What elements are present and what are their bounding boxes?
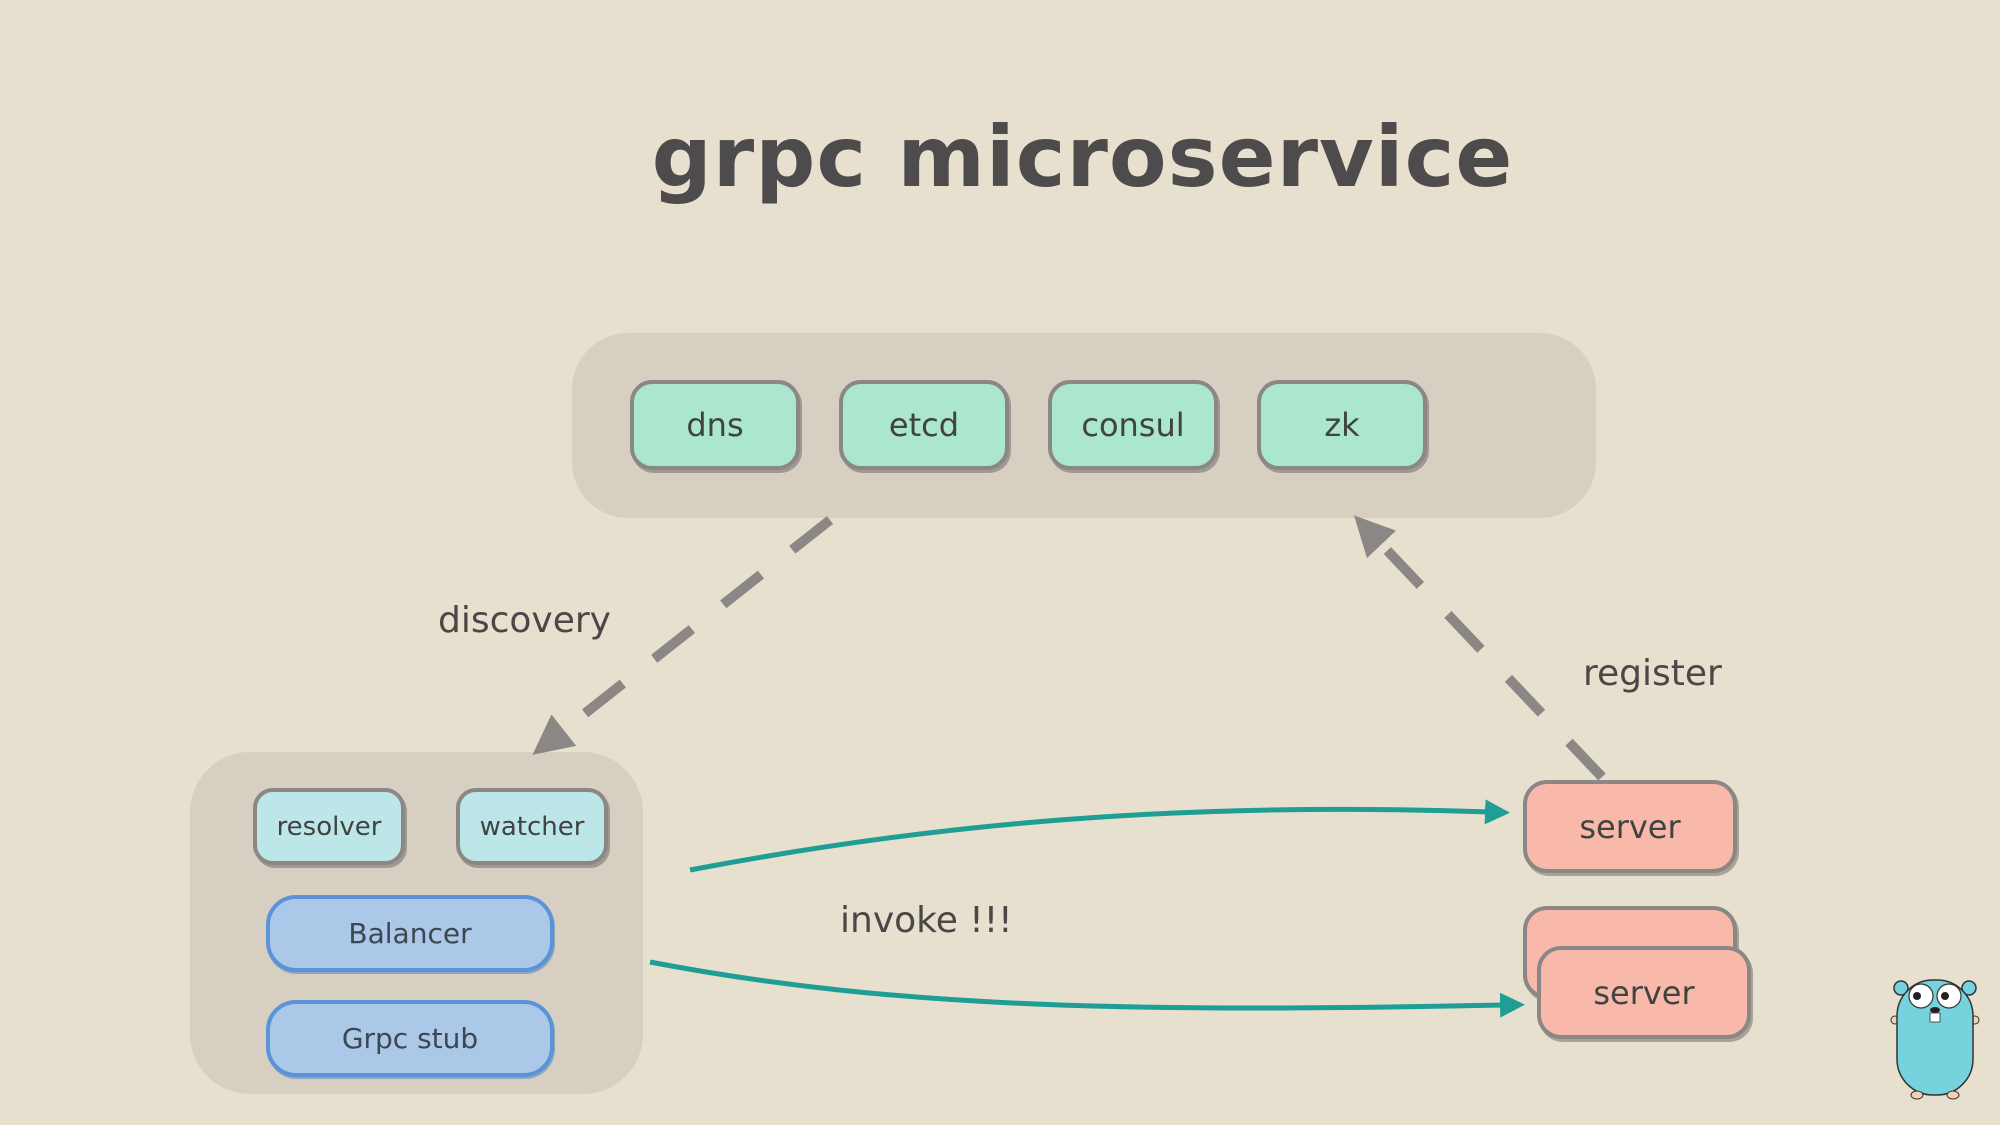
server-node[interactable]: server (1523, 780, 1737, 873)
invoke-arrow-top (689, 799, 1510, 873)
node-label: Grpc stub (341, 1022, 479, 1055)
discovery-label: discovery (438, 600, 611, 641)
node-label: resolver (276, 811, 382, 842)
node-label: server (1593, 973, 1695, 1012)
page-title: grpc microservice (651, 108, 1514, 206)
node-label: zk (1324, 406, 1360, 444)
resolver-node[interactable]: resolver (253, 788, 405, 865)
registry-node-dns[interactable]: dns (630, 380, 800, 470)
node-label: watcher (479, 811, 585, 842)
watcher-node[interactable]: watcher (456, 788, 608, 865)
registry-node-etcd[interactable]: etcd (839, 380, 1009, 470)
node-label: etcd (888, 406, 960, 444)
node-label: Balancer (348, 917, 472, 950)
discovery-arrow (532, 516, 834, 755)
registry-node-zk[interactable]: zk (1257, 380, 1427, 470)
grpc-stub-node[interactable]: Grpc stub (266, 1000, 554, 1077)
register-label: register (1583, 653, 1722, 694)
invoke-label: invoke !!! (840, 900, 1013, 941)
balancer-node[interactable]: Balancer (266, 895, 554, 972)
registry-node-consul[interactable]: consul (1048, 380, 1218, 470)
node-label: dns (686, 406, 744, 444)
register-arrow (1353, 515, 1606, 781)
server-node[interactable]: server (1537, 946, 1751, 1039)
node-label: server (1579, 807, 1681, 846)
node-label: consul (1081, 406, 1185, 444)
invoke-arrow-bottom (649, 959, 1525, 1018)
